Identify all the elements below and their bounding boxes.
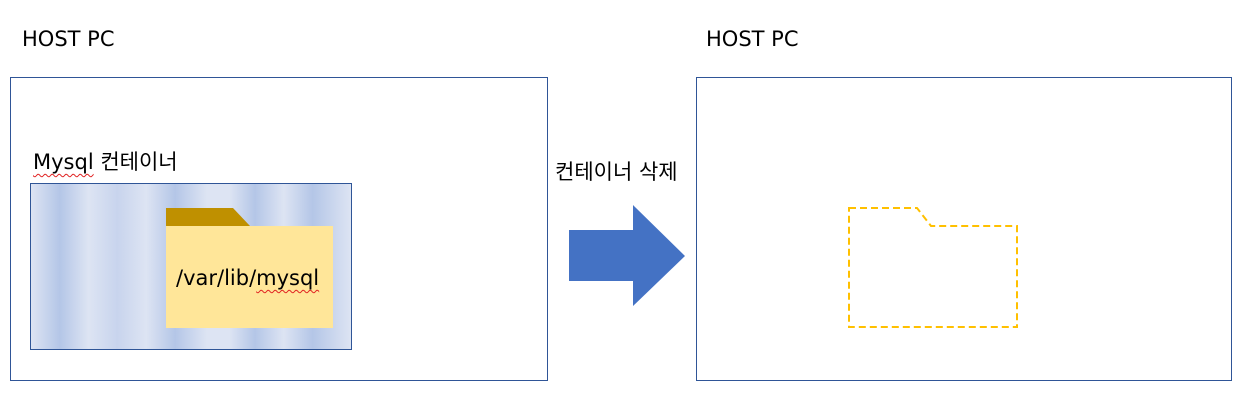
folder-path-leaf: mysql [256,266,320,290]
left-host-title: HOST PC [22,27,115,51]
folder-body [166,226,333,328]
folder-path: /var/lib/mysql [176,268,319,289]
container-label-name: Mysql [33,150,94,174]
right-host-box [696,77,1232,381]
right-arrow-icon [569,205,685,306]
container-label-type: 컨테이너 [93,150,178,174]
action-label: 컨테이너 삭제 [555,160,678,184]
right-host-title: HOST PC [706,27,799,51]
empty-folder-outline-icon [848,207,1018,328]
folder-path-base: /var/lib/ [176,266,257,290]
container-label: Mysql 컨테이너 [33,152,178,173]
